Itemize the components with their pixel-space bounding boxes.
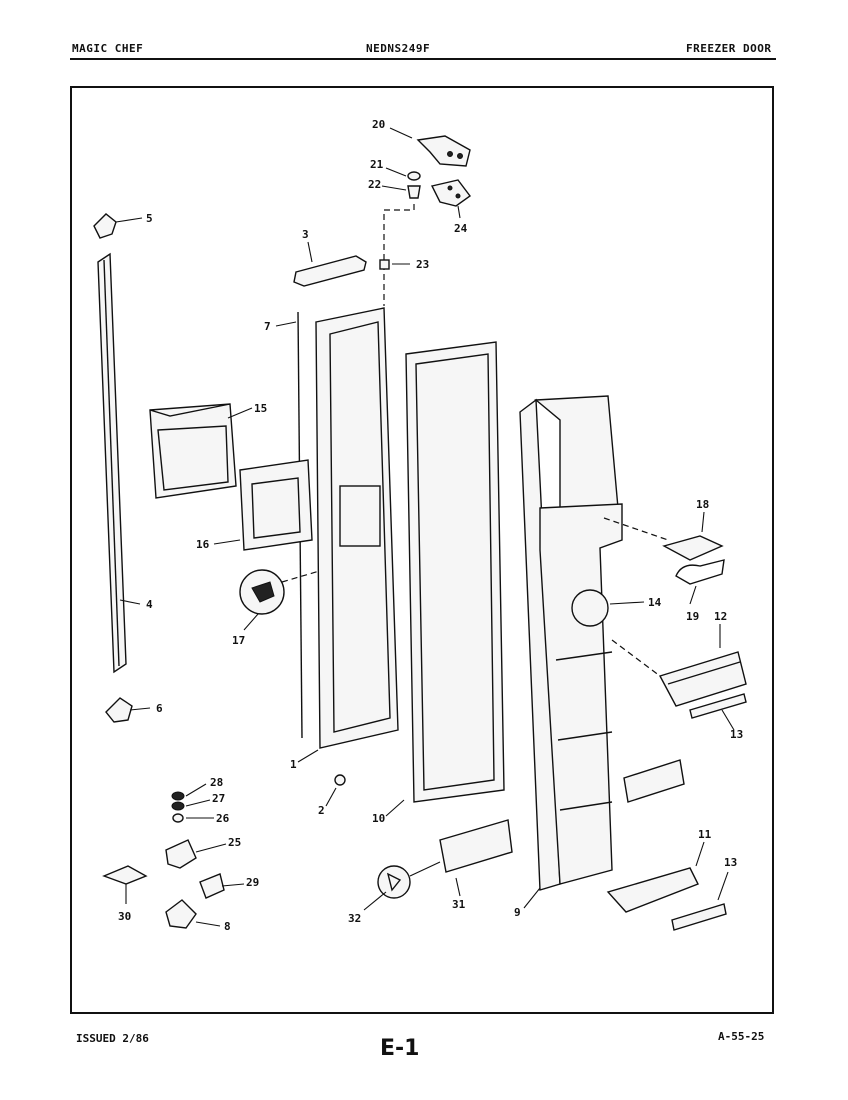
part-17-plug	[239, 561, 351, 615]
callout-27: 27	[212, 792, 225, 805]
callout-12: 12	[714, 610, 727, 623]
callout-1: 1	[290, 758, 297, 771]
brand-label: MAGIC CHEF	[72, 42, 144, 55]
callout-24: 24	[454, 222, 468, 235]
callout-28: 28	[210, 776, 223, 789]
part-23-bushing	[379, 259, 390, 270]
callout-31: 31	[452, 898, 466, 911]
model-number: NEDNS249F	[366, 42, 431, 55]
header-rule	[70, 58, 776, 60]
callout-10: 10	[372, 812, 385, 825]
part-11-bin	[606, 867, 699, 913]
callout-29: 29	[246, 876, 259, 889]
callout-13-upper: 13	[730, 728, 743, 741]
callout-5: 5	[146, 212, 153, 225]
callout-14: 14	[648, 596, 662, 609]
issued-date: ISSUED 2/86	[76, 1032, 149, 1045]
part-10-door-gasket	[405, 341, 505, 803]
callout-2: 2	[318, 804, 325, 817]
callout-7: 7	[264, 320, 271, 333]
callout-21: 21	[370, 158, 384, 171]
part-25-bottom-hinge	[165, 839, 197, 869]
callout-19: 19	[686, 610, 699, 623]
part-13-trim-upper	[689, 693, 747, 719]
callout-26: 26	[216, 812, 230, 825]
callout-30: 30	[118, 910, 131, 923]
part-21-washer	[407, 171, 421, 181]
page-number: E-1	[380, 1036, 420, 1061]
part-8-cam	[165, 899, 197, 929]
part-32-plug	[377, 861, 441, 899]
part-13-trim-lower	[671, 903, 727, 931]
part-4-door-handle	[97, 252, 127, 674]
callout-18: 18	[696, 498, 709, 511]
part-6-bracket	[105, 697, 133, 723]
reference-code: A-55-25	[718, 1030, 765, 1043]
callout-3: 3	[302, 228, 309, 241]
part-12-shelf-bin	[658, 651, 747, 707]
callout-6: 6	[156, 702, 163, 715]
callout-13-lower: 13	[724, 856, 737, 869]
diagram-frame	[70, 86, 774, 1014]
callout-4: 4	[146, 598, 153, 611]
part-30-plate	[102, 865, 148, 885]
part-26-pin	[172, 813, 184, 823]
part-24-hinge-plate	[430, 179, 471, 207]
part-19-lever	[675, 559, 725, 585]
callout-9: 9	[514, 906, 521, 919]
part-22-bushing	[407, 185, 421, 199]
dispenser-switch-module	[623, 759, 685, 803]
part-28-bushing	[171, 791, 185, 801]
callout-22: 22	[368, 178, 381, 191]
callout-20: 20	[372, 118, 385, 131]
part-16-dispenser-frame	[239, 459, 313, 551]
part-18-drip-tray	[662, 535, 724, 561]
part-29-bracket	[199, 873, 225, 899]
part-3-handle-cap	[293, 255, 367, 287]
callout-17: 17	[232, 634, 245, 647]
part-20-top-hinge	[416, 135, 471, 167]
callout-32: 32	[348, 912, 361, 925]
part-27-spring	[171, 801, 185, 811]
callout-15: 15	[254, 402, 267, 415]
part-2-plug	[334, 774, 346, 786]
part-5-clip	[93, 213, 117, 239]
callout-11: 11	[698, 828, 712, 841]
callout-25: 25	[228, 836, 241, 849]
part-15-dispenser-housing	[149, 403, 237, 499]
callout-8: 8	[224, 920, 231, 933]
section-title: FREEZER DOOR	[686, 42, 772, 55]
part-9-door-panel	[519, 395, 623, 891]
part-1-door-liner	[315, 307, 399, 749]
callout-23: 23	[416, 258, 429, 271]
callout-16: 16	[196, 538, 210, 551]
part-31-lower-trim	[439, 819, 513, 873]
